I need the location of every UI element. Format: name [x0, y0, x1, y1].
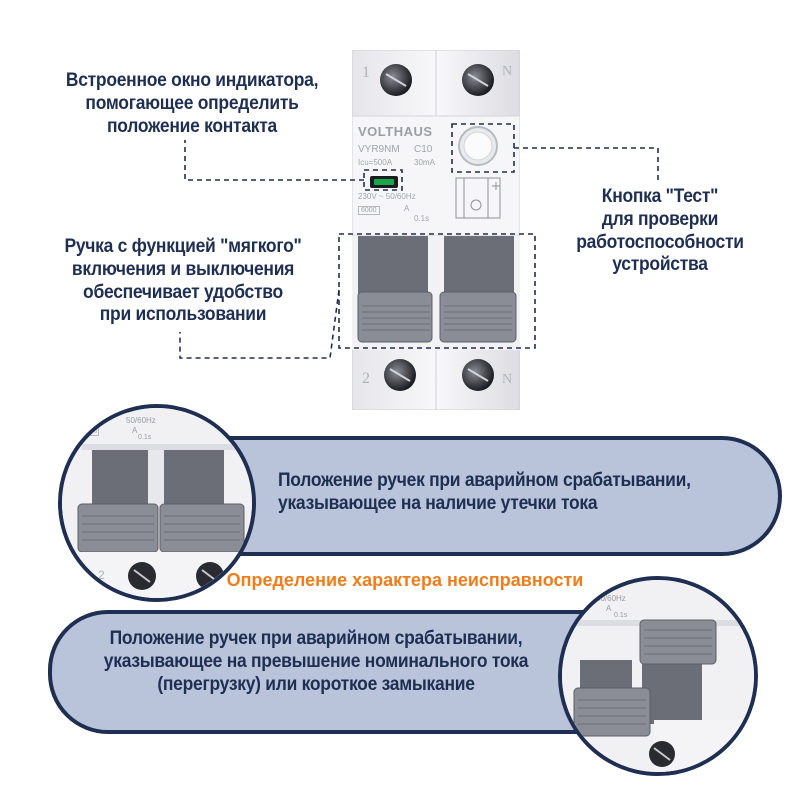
leakage-caption: Положение ручек при аварийном срабатыван… [278, 470, 738, 516]
leakage-zoom-image [62, 408, 252, 598]
test-caption-line-3: работоспособности [576, 231, 744, 253]
overload-caption-line-1: Положение ручек при аварийном срабатыван… [109, 628, 523, 649]
terminal-label-n-bottom: N [502, 372, 513, 387]
handle-caption-line-3: обеспечивает удобство [83, 281, 283, 303]
voltage-label: 230V ~ 50/60Hz [358, 192, 416, 201]
indicator-caption-line-2: помогающее определить [85, 92, 299, 114]
test-caption-line-1: Кнопка "Тест" [601, 186, 719, 207]
indicator-caption-line-1: Встроенное окно индикатора, [65, 70, 319, 91]
terminal-label-n-top: N [502, 64, 513, 79]
model-label: VYR9NM [358, 144, 400, 155]
handle-caption-line-4: при использовании [99, 304, 267, 326]
leakage-zoom-circle: 50/60Hz 6000 A 0.1s 2 [58, 404, 256, 602]
overload-zoom-circle: 50/60Hz A 0.1s [558, 576, 758, 776]
type-a-label: A [404, 204, 410, 213]
overload-zoom-delay: 0.1s [614, 612, 628, 619]
indicator-caption-line-3: положение контакта [107, 115, 277, 137]
overload-caption: Положение ручек при аварийном срабатыван… [95, 628, 537, 696]
overload-zoom-image [562, 580, 754, 772]
code-label: 6000 [358, 206, 380, 215]
indicator-caption: Встроенное окно индикатора, помогающее о… [54, 70, 330, 138]
rating-label: C10 [414, 144, 433, 155]
leakage-zoom-code: 6000 [82, 428, 100, 436]
overload-zoom-a: A [606, 604, 612, 613]
overload-caption-line-3: (перегрузку) или короткое замыкание [157, 673, 475, 695]
brand-logo: VOLTHAUS [358, 124, 433, 139]
handle-caption-line-2: включения и выключения [71, 258, 295, 280]
fault-type-title: Определение характера неисправности [226, 570, 584, 590]
handle-caption-line-1: Ручка с функцией "мягкого" [64, 236, 302, 257]
breaker-body [351, 49, 521, 411]
leakage-zoom-a: A [132, 426, 138, 435]
handle-caption: Ручка с функцией "мягкого" включения и в… [42, 236, 324, 327]
leakage-zoom-delay: 0.1s [138, 434, 152, 441]
icu-label: Icu=500A [358, 158, 393, 167]
test-caption: Кнопка "Тест" для проверки работоспособн… [568, 186, 752, 277]
test-caption-line-4: устройства [612, 254, 708, 276]
callout-leaders [179, 123, 659, 359]
delay-label: 0.1s [414, 214, 430, 223]
terminal-label-2: 2 [362, 370, 370, 387]
leakage-zoom-freq: 50/60Hz [126, 416, 156, 425]
terminal-label-1: 1 [362, 64, 370, 81]
leakage-zoom-terminal: 2 [98, 568, 105, 582]
leakage-caption-line-2: указывающее на наличие утечки тока [278, 492, 598, 514]
idn-label: 30mA [414, 158, 435, 167]
circuit-breaker: 1 N 2 N VOLTHAUS VYR9NM C10 Icu=500A 30m… [351, 49, 521, 411]
leakage-caption-line-1: Положение ручек при аварийном срабатыван… [278, 470, 691, 491]
overload-zoom-freq: 50/60Hz [596, 594, 626, 603]
overload-caption-line-2: указывающее на превышение номинального т… [103, 650, 529, 672]
test-caption-line-2: для проверки [601, 208, 719, 230]
